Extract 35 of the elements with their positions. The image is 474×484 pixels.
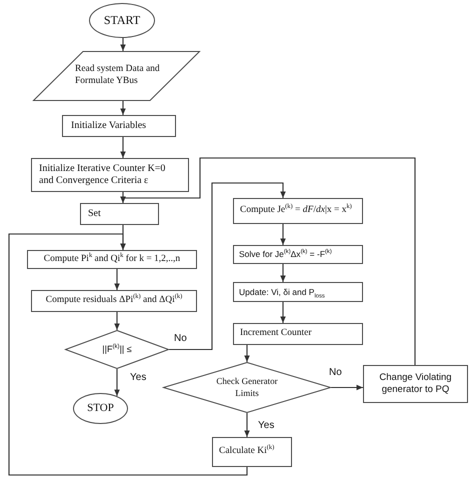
decision-diamond: ||F$^{(k)}$|| ≤ [65,330,169,369]
process-box: Compute Pi$^{k}$ and Qi$^{k}$ for k = 1,2,..,n [27,250,197,269]
arrow [114,312,120,330]
process-box: Initialize Variables [62,115,176,137]
process-box: Increment Counter [233,323,363,345]
arrow [120,38,126,51]
arrow [120,137,126,158]
arrow [280,264,286,282]
edge-label: No [329,368,342,378]
arrow [114,369,120,396]
edge-label: Yes [258,421,274,431]
terminal-ellipse: STOP [73,393,128,424]
arrow [114,269,120,290]
process-box: Change Violating generator to PQ [363,365,468,403]
arrow [8,233,248,476]
process-box: Compute residuals ΔPi$^{(k)}$ and ΔQi$^{(k)}$ [31,290,197,312]
input-parallelogram: Read system Data and Formulate YBus [33,51,200,101]
decision-diamond: Check Generator Limits [163,362,331,413]
arrow [244,413,250,437]
arrow [280,302,286,323]
process-box: Solve for Je$^{(k)}$Δx$^{(k)}$ = -F$^{(k)}$ [233,245,363,264]
process-box: Compute Je$^{(k)}$ = dF/dx|x = x$^{k)}$ [233,198,363,224]
edge-label: No [174,334,187,344]
arrow [331,384,363,390]
arrow [244,345,250,362]
edge-label: Yes [130,373,146,383]
process-box: Update: Vi, δi and P$_{loss}$ [233,282,363,302]
arrow [120,101,126,115]
terminal-ellipse: START [89,3,155,38]
arrow [120,157,416,365]
arrow [169,182,286,350]
process-box: Calculate Ki$^{(k)}$ [212,437,292,467]
process-box: Set [80,203,159,225]
arrow [280,224,286,245]
process-box: Initialize Iterative Counter K=0 and Convergence Criteria ε [31,158,189,192]
